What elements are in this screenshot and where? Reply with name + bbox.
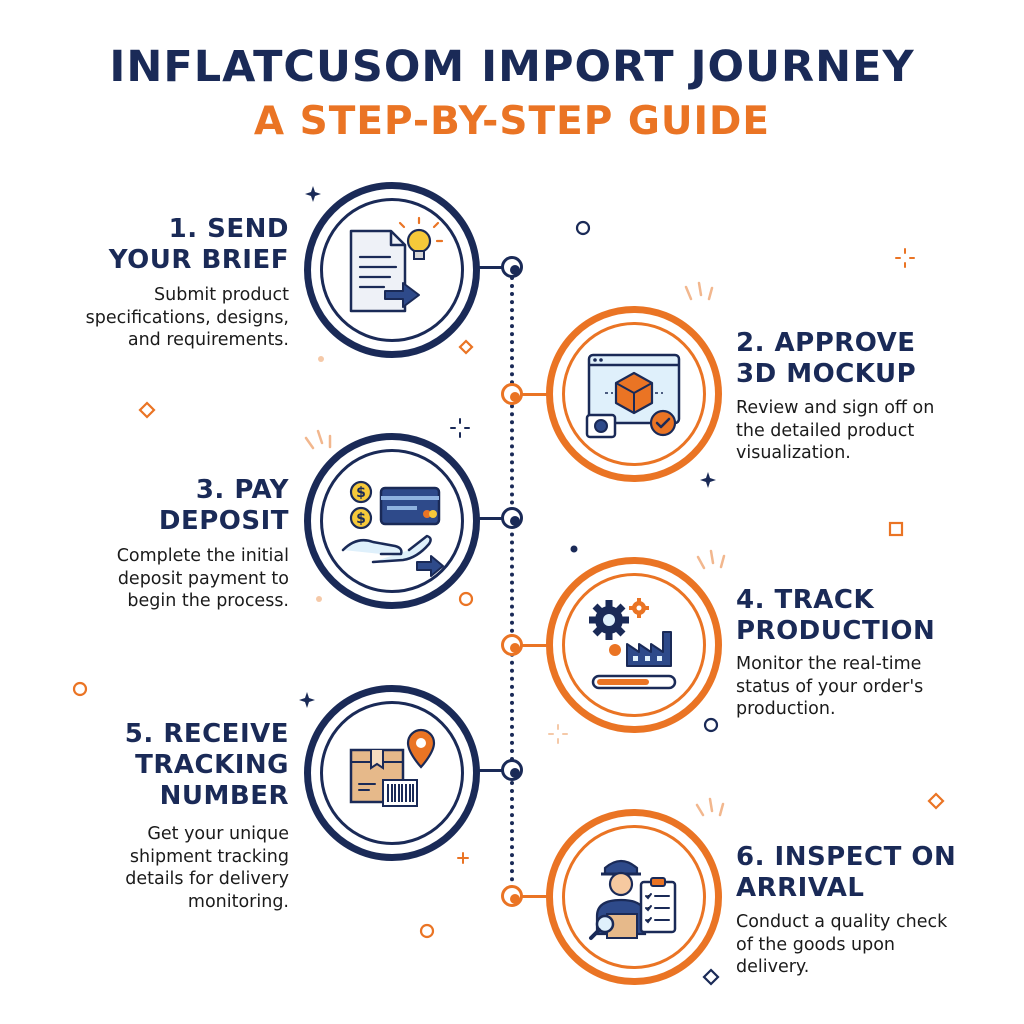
- 3d-cube-mockup-icon: [585, 353, 681, 439]
- timeline-node-1: [501, 256, 523, 278]
- step-1-description: Submit product specifications, designs, …: [85, 285, 289, 350]
- step-2-description: Review and sign off on the detailed prod…: [736, 398, 935, 463]
- page-title: INFLATCUSOM IMPORT JOURNEY: [109, 42, 915, 92]
- step-5-title: 5. RECEIVE TRACKING NUMBER: [124, 719, 289, 811]
- timeline-dotted-line: [510, 268, 514, 898]
- step-3-title: 3. PAY DEPOSIT: [158, 475, 289, 536]
- step-2-connector: [512, 393, 554, 396]
- step-3-description: Complete the initial deposit payment to …: [116, 546, 289, 611]
- step-5-description: Get your unique shipment tracking detail…: [125, 824, 289, 912]
- step-5-icon-ring: [304, 685, 480, 861]
- inspector-clipboard-icon: [589, 859, 677, 940]
- svg-text:$: $: [356, 511, 366, 527]
- page-subtitle: A STEP-BY-STEP GUIDE: [253, 99, 771, 144]
- step-6-title: 6. INSPECT ON ARRIVAL: [736, 842, 957, 903]
- timeline-node-2: [501, 383, 523, 405]
- step-6-icon-ring: [546, 809, 722, 985]
- step-1-icon-ring: [304, 182, 480, 358]
- step-1-connector: [472, 266, 512, 269]
- step-4-connector: [512, 644, 554, 647]
- package-location-icon: [349, 728, 436, 807]
- svg-text:$: $: [356, 485, 366, 501]
- timeline-node-3: [501, 507, 523, 529]
- step-3-connector: [472, 517, 512, 520]
- step-4-icon-ring: [546, 557, 722, 733]
- step-4-title: 4. TRACK PRODUCTION: [736, 585, 936, 646]
- step-2-icon-ring: [546, 306, 722, 482]
- timeline-node-4: [501, 634, 523, 656]
- document-lightbulb-icon: [349, 216, 444, 313]
- step-6-description: Conduct a quality check of the goods upo…: [736, 912, 948, 977]
- step-3-icon-ring: $ $: [304, 433, 480, 609]
- step-5-connector: [472, 769, 512, 772]
- card-payment-icon: $ $: [341, 480, 444, 577]
- step-2-title: 2. APPROVE 3D MOCKUP: [736, 328, 917, 389]
- step-1-title: 1. SEND YOUR BRIEF: [108, 214, 289, 275]
- factory-gears-icon: [589, 598, 677, 690]
- timeline-node-5: [501, 759, 523, 781]
- step-6-connector: [512, 895, 554, 898]
- step-4-description: Monitor the real-time status of your ord…: [736, 654, 924, 719]
- timeline-node-6: [501, 885, 523, 907]
